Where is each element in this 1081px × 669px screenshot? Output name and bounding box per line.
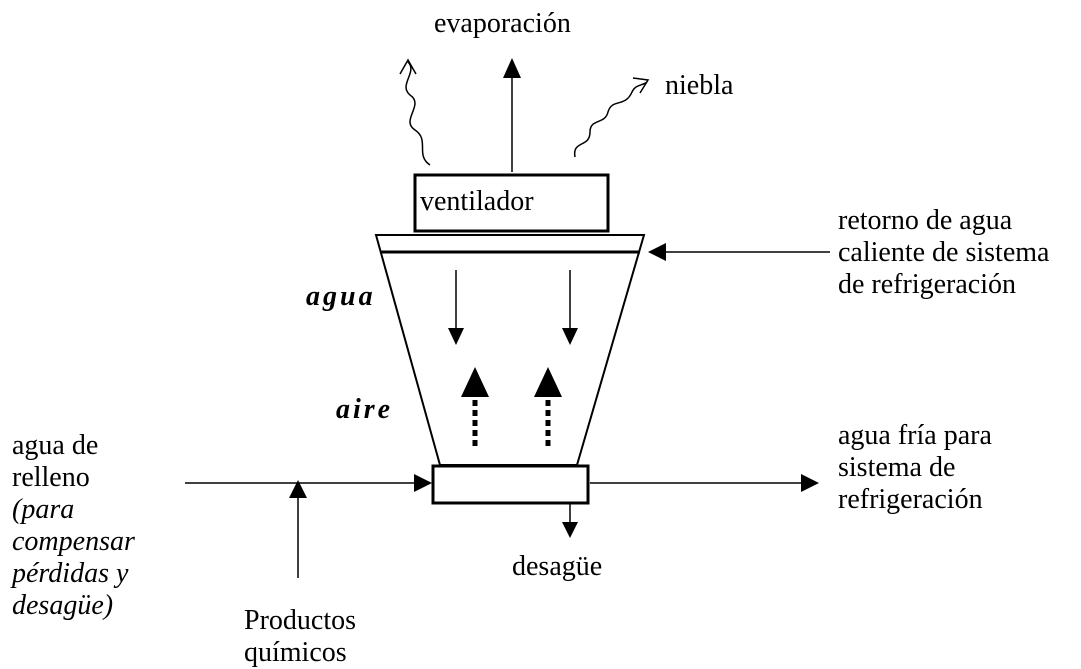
cold-water-line-3: refrigeración xyxy=(838,484,983,515)
makeup-note-line-4: desagüe) xyxy=(12,590,114,621)
chemicals-line-2: químicos xyxy=(244,637,347,668)
cold-water-out-arrowhead xyxy=(801,474,819,492)
chemicals-arrowhead xyxy=(289,480,307,498)
cold-water-label: agua fría para sistema de refrigeración xyxy=(838,420,992,516)
fan-label: ventilador xyxy=(420,186,534,217)
makeup-note-line-3: pérdidas y xyxy=(12,558,129,589)
mist-label: niebla xyxy=(665,70,734,101)
hot-water-return-line-1: retorno de agua xyxy=(838,205,1013,236)
water-down-arrowhead-right xyxy=(562,328,578,345)
left-wavy-arrowhead xyxy=(399,58,417,75)
right-wavy-mist-arrow xyxy=(574,81,648,158)
makeup-water-line-2: relleno xyxy=(12,462,90,493)
air-label: aire xyxy=(336,394,394,425)
chemicals-line-1: Productos xyxy=(244,605,356,636)
water-down-arrowhead-left xyxy=(448,328,464,345)
left-wavy-vapor-arrow xyxy=(405,61,431,166)
makeup-water-line-1: agua de xyxy=(12,430,99,461)
air-up-arrowhead-left xyxy=(461,367,489,397)
makeup-note-line-2: compensar xyxy=(12,526,135,557)
evaporation-label: evaporación xyxy=(434,8,571,39)
water-label: agua xyxy=(306,281,376,312)
hot-water-return-arrowhead xyxy=(648,243,666,261)
right-wavy-arrowhead xyxy=(632,77,650,94)
hot-water-return-line-2: caliente de sistema xyxy=(838,237,1050,268)
chemicals-label: Productos químicos xyxy=(244,605,356,669)
air-up-arrowhead-right xyxy=(534,367,562,397)
tower-body xyxy=(374,234,646,466)
fan-box xyxy=(413,173,610,233)
evaporation-arrowhead xyxy=(503,58,521,78)
makeup-water-label: agua de relleno (para compensar pérdidas… xyxy=(12,430,135,622)
basin-box xyxy=(431,464,590,505)
hot-water-return-line-3: de refrigeración xyxy=(838,269,1016,300)
hot-water-return-label: retorno de agua caliente de sistema de r… xyxy=(838,205,1049,301)
makeup-note-line-1: (para xyxy=(12,494,75,525)
drain-label: desagüe xyxy=(512,551,603,582)
cold-water-line-1: agua fría para xyxy=(838,420,992,451)
makeup-water-arrowhead xyxy=(414,474,432,492)
cold-water-line-2: sistema de xyxy=(838,452,956,483)
drain-arrowhead xyxy=(562,522,578,538)
